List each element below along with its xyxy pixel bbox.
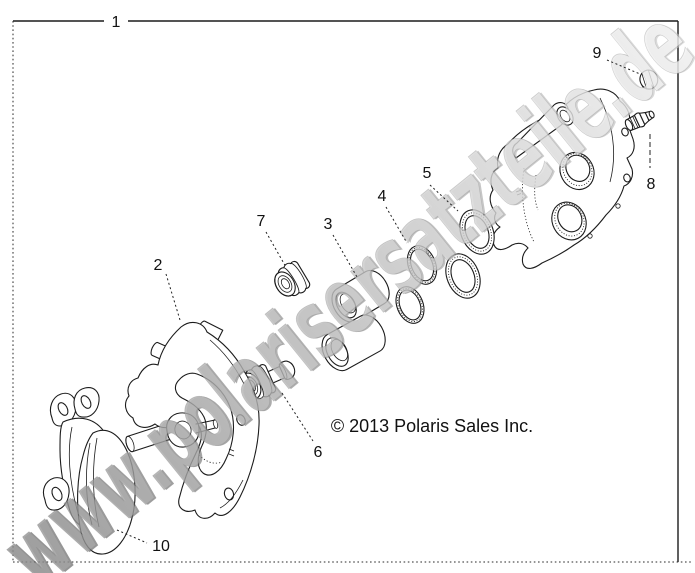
brake-pad-set: [42, 387, 136, 555]
piston-seal-upper-inner: [409, 248, 435, 282]
stud-right-tip: [212, 419, 219, 429]
piston-seal-lower-inner: [398, 289, 422, 321]
boot-cap-ring-outer: [274, 271, 296, 297]
boot-cap-ring-inner: [280, 278, 290, 290]
piston-upper-body: [331, 269, 390, 323]
caliper-lug-upper: [621, 127, 629, 137]
piston-lower-bore: [330, 339, 349, 362]
bolt-boot-rib-2: [259, 366, 273, 394]
bleeder-threads: [629, 116, 639, 129]
caliper-hidden-edge-2: [534, 174, 539, 211]
leader-lines: [116, 59, 651, 544]
callout-8-label: 8: [647, 176, 656, 193]
piston-seal-lower: [395, 286, 425, 324]
callout-2-label: 2: [154, 257, 163, 274]
piston-upper-bore: [339, 293, 357, 314]
piston-lower-rim: [325, 337, 349, 367]
pin-boot-cap: [274, 260, 311, 297]
boot-cap-rib-1: [283, 267, 300, 293]
caliper-piston-upper: [331, 269, 390, 323]
callout-labels: 1 2 3 4 5 6 7 8 9 10: [112, 14, 656, 555]
leader-6: [281, 392, 314, 442]
bolt-head-collar: [279, 364, 288, 380]
callout-7-label: 7: [257, 213, 266, 230]
caliper-detail-dot: [615, 203, 621, 209]
bracket-hidden-edge: [198, 454, 223, 464]
piston-seal-upper-hatch: [408, 247, 436, 283]
bracket-edge-crease: [209, 339, 245, 385]
nut-body: [639, 69, 659, 90]
stud-tip: [125, 435, 135, 453]
callout-5-label: 5: [423, 165, 432, 182]
pad-inner-lining-edge: [68, 426, 79, 514]
bracket-hole-upper: [236, 414, 246, 426]
boot-seal-lower-inner: [450, 259, 476, 293]
boot-seal-upper-inner: [464, 215, 490, 249]
leader-10: [116, 529, 148, 544]
dust-boot-seal-upper: [459, 209, 495, 255]
caliper-detail-dot-2: [587, 233, 593, 239]
callout-9-label: 9: [593, 45, 602, 62]
piston-bore-upper: [559, 151, 595, 191]
nut-facets: [641, 69, 655, 90]
pad-outer-body: [77, 429, 136, 555]
bolt-head-cap: [278, 360, 296, 380]
piston-seal-lower-hatch: [397, 288, 423, 322]
boot-seal-upper-hatch: [461, 212, 493, 252]
piston-upper-rim: [335, 291, 357, 319]
bore-upper-inner: [565, 154, 591, 182]
inlet-port-inner: [559, 109, 571, 123]
pad-tab-right: [73, 387, 100, 418]
bore-lower-inner: [557, 204, 583, 233]
leader-9: [606, 59, 641, 75]
bolt-shaft: [267, 365, 286, 384]
caliper-cast-mark: [515, 190, 522, 196]
leader-3: [332, 234, 358, 278]
caliper-right-crease: [599, 97, 615, 183]
bracket-stud-boss: [166, 412, 200, 448]
copyright-notice: © 2013 Polaris Sales Inc.: [331, 416, 533, 436]
leader-5: [429, 184, 459, 212]
callout-10-label: 10: [152, 538, 170, 555]
boot-seal-lower-hatch: [447, 256, 479, 296]
callout-3-label: 3: [324, 216, 333, 233]
piston-lower-body: [321, 314, 386, 372]
piston-seal-upper: [406, 245, 438, 285]
nut-bottom-face: [641, 84, 652, 90]
pad-ear-hole: [51, 486, 63, 502]
pad-outer-lining-edge-2: [93, 437, 100, 528]
pad-tab-right-hole: [80, 395, 92, 409]
bracket-boss-face: [174, 420, 192, 440]
boot-cap-ring-mid: [277, 275, 293, 293]
mounting-bracket: [124, 321, 260, 519]
piston-bore-lower: [551, 201, 587, 241]
pad-tab-left-hole: [57, 402, 69, 416]
cap-nut: [639, 69, 659, 90]
caliper-inlet-boss: [512, 102, 574, 159]
pad-outer-lining-edge-1: [86, 442, 93, 526]
caliper-lug-lower: [623, 173, 631, 183]
dust-boot-seal-lower: [445, 253, 481, 299]
bleeder-screw: [624, 110, 655, 131]
leader-7: [265, 231, 287, 268]
stud-right-segment: [195, 419, 216, 434]
bore-upper-outer: [559, 151, 595, 191]
assembly-boundary-box: [12, 20, 692, 563]
pad-ear: [42, 477, 70, 511]
bore-upper-hatch: [562, 153, 593, 187]
bleeder-base-end: [624, 119, 634, 131]
callout-6-label: 6: [314, 444, 323, 461]
caliper-piston-lower: [321, 314, 386, 372]
bleeder-tip-end: [648, 110, 655, 119]
bracket-cast-mark: [228, 448, 235, 457]
callout-4-label: 4: [378, 188, 387, 205]
bolt-boot-rib-1: [251, 369, 264, 397]
bracket-bottom-crease: [219, 479, 244, 509]
callout-1-label: 1: [112, 14, 121, 31]
leader-2: [165, 273, 181, 321]
boot-cap-rib-2: [290, 263, 307, 289]
